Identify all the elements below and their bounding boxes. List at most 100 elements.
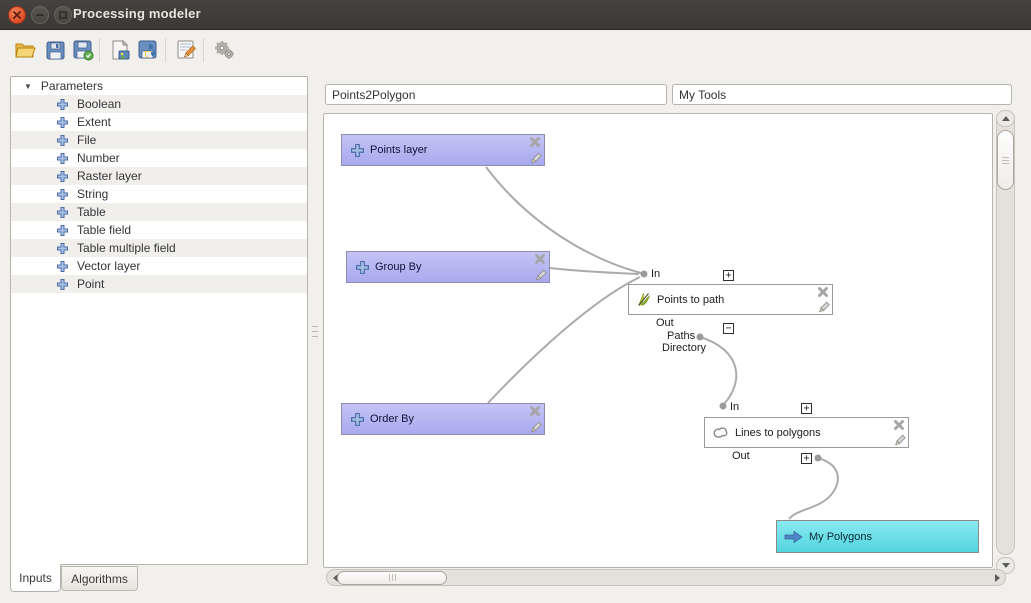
edit-node-icon[interactable]	[529, 152, 542, 165]
node-my-polygons[interactable]: My Polygons	[776, 520, 979, 553]
scrollbar-grip	[388, 572, 397, 584]
node-label: Lines to polygons	[735, 426, 821, 439]
tab-inputs[interactable]: Inputs	[10, 564, 61, 592]
run-model-button[interactable]	[210, 36, 238, 64]
output-paths-label: Paths	[667, 330, 696, 342]
in-label: In	[651, 268, 661, 280]
delete-node-icon[interactable]	[534, 253, 546, 265]
node-points-to-path[interactable]: Points to path	[628, 284, 833, 315]
edit-node-icon[interactable]	[534, 269, 547, 282]
expand-inputs-button[interactable]: +	[801, 403, 812, 414]
in-label: In	[730, 401, 740, 413]
model-name-input[interactable]	[325, 84, 667, 105]
expand-inputs-button[interactable]: +	[723, 270, 734, 281]
node-group-by[interactable]: Group By	[346, 251, 550, 283]
add-parameter-icon	[57, 116, 68, 128]
panel-splitter[interactable]	[312, 322, 318, 340]
export-image-icon	[112, 39, 130, 60]
save-as-icon	[73, 40, 94, 61]
edit-model-help-button[interactable]	[172, 36, 200, 64]
export-as-image-button[interactable]	[106, 36, 134, 64]
tree-item-label: Vector layer	[77, 259, 141, 273]
tree-item-file[interactable]: File	[11, 131, 307, 149]
wire-paths-to-lines-to-polygons	[699, 336, 738, 405]
save-model-button[interactable]	[41, 36, 69, 64]
connector-dot	[719, 402, 727, 410]
tree-item-number[interactable]: Number	[11, 149, 307, 167]
node-points-layer[interactable]: Points layer	[341, 134, 545, 166]
node-lines-to-polygons[interactable]: Lines to polygons	[704, 417, 909, 448]
tree-item-table[interactable]: Table	[11, 203, 307, 221]
tree-item-table-field[interactable]: Table field	[11, 221, 307, 239]
scroll-left-button[interactable]	[328, 571, 342, 584]
close-icon	[13, 11, 21, 19]
delete-node-icon[interactable]	[529, 136, 541, 148]
save-model-as-button[interactable]	[69, 36, 97, 64]
vertical-scrollbar-thumb[interactable]	[997, 130, 1014, 190]
tree-item-label: File	[77, 133, 97, 147]
edit-node-icon[interactable]	[893, 434, 906, 447]
scrollbar-grip	[998, 131, 1013, 164]
delete-node-icon[interactable]	[817, 286, 829, 298]
minimize-icon	[36, 14, 44, 16]
tree-item-label: Table field	[77, 223, 132, 237]
node-order-by[interactable]: Order By	[341, 403, 545, 435]
scroll-up-button[interactable]	[996, 110, 1015, 127]
maximize-button[interactable]	[54, 6, 72, 24]
edit-node-icon[interactable]	[529, 421, 542, 434]
add-parameter-icon	[57, 260, 68, 272]
scroll-up-icon	[1001, 116, 1010, 121]
horizontal-scrollbar-thumb[interactable]	[337, 570, 447, 585]
tree-item-label: Table multiple field	[77, 241, 176, 255]
toolbar-separator	[99, 38, 100, 62]
wire-points-layer-to-points-to-path	[485, 166, 642, 274]
add-parameter-icon	[57, 242, 68, 254]
out-label: Out	[732, 450, 750, 462]
tree-item-string[interactable]: String	[11, 185, 307, 203]
tree-item-label: String	[77, 187, 109, 201]
lines-to-polygons-icon	[712, 425, 729, 440]
tree-item-vector-layer[interactable]: Vector layer	[11, 257, 307, 275]
scroll-left-icon	[332, 573, 338, 582]
toolbar-separator	[203, 38, 204, 62]
collapse-outputs-button[interactable]: −	[723, 323, 734, 334]
tree-item-table-multiple-field[interactable]: Table multiple field	[11, 239, 307, 257]
model-group-input[interactable]	[672, 84, 1012, 105]
open-model-button[interactable]	[11, 36, 39, 64]
expand-outputs-button[interactable]: +	[801, 453, 812, 464]
titlebar[interactable]: Processing modeler	[0, 0, 1031, 30]
model-canvas[interactable]: Points layer Group By Order By In +	[323, 113, 993, 568]
delete-node-icon[interactable]	[529, 405, 541, 417]
scroll-down-icon	[1001, 563, 1010, 568]
add-parameter-icon	[57, 170, 68, 182]
tree-item-label: Raster layer	[77, 169, 142, 183]
add-parameter-icon	[57, 224, 68, 236]
tab-algorithms[interactable]: Algorithms	[61, 566, 138, 591]
connector-dot	[640, 270, 648, 278]
delete-node-icon[interactable]	[893, 419, 905, 431]
scroll-right-button[interactable]	[990, 571, 1004, 584]
toolbar	[0, 31, 1031, 71]
add-parameter-icon	[57, 278, 68, 290]
tab-inputs-label: Inputs	[19, 571, 52, 585]
tree-item-label: Number	[77, 151, 120, 165]
edit-node-icon[interactable]	[817, 301, 830, 314]
close-button[interactable]	[8, 6, 26, 24]
minimize-button[interactable]	[31, 6, 49, 24]
window-title: Processing modeler	[73, 6, 201, 21]
wire-order-by-to-points-to-path	[487, 276, 641, 404]
tree-item-point[interactable]: Point	[11, 275, 307, 293]
connector-dot	[814, 454, 822, 462]
tree-root-parameters[interactable]: ▼ Parameters	[11, 77, 307, 95]
export-as-python-button[interactable]	[134, 36, 162, 64]
add-parameter-icon	[57, 134, 68, 146]
tree-collapse-icon[interactable]: ▼	[24, 81, 32, 91]
tree-item-raster-layer[interactable]: Raster layer	[11, 167, 307, 185]
horizontal-scrollbar-track[interactable]	[326, 569, 1006, 586]
tree-item-extent[interactable]: Extent	[11, 113, 307, 131]
tree-item-boolean[interactable]: Boolean	[11, 95, 307, 113]
add-parameter-icon	[57, 152, 68, 164]
wire-out-to-my-polygons	[788, 457, 839, 520]
plus-icon	[351, 143, 364, 157]
